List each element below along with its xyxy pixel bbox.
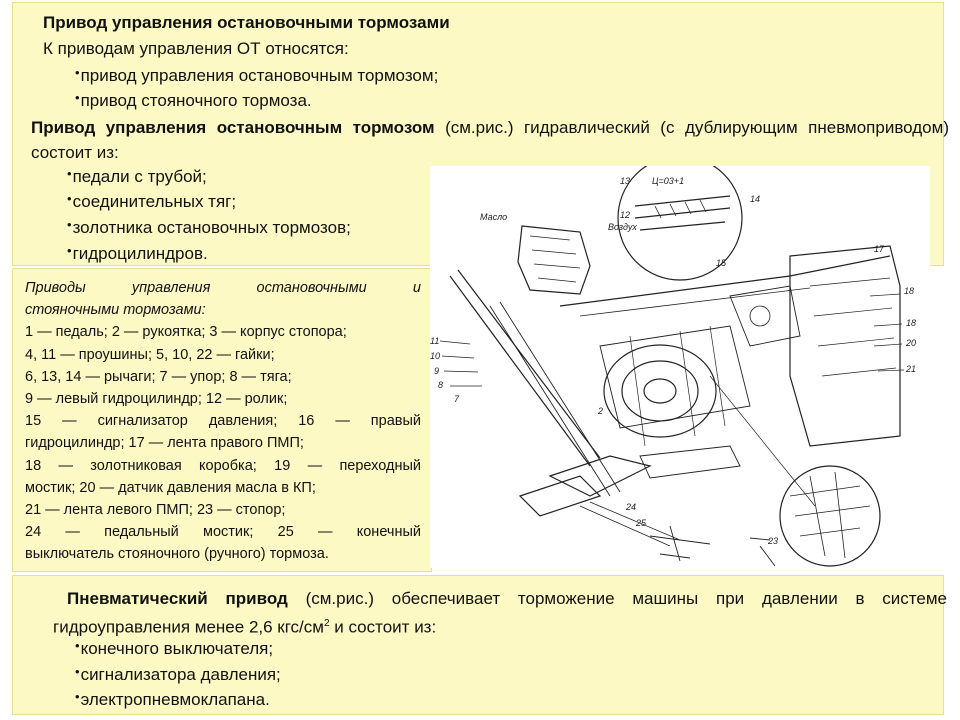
bullet-icon: • [75, 689, 80, 704]
label-number: 12 [620, 210, 630, 220]
label-number: 18 [906, 318, 916, 328]
legend-caption: стояночными тормозами: [25, 302, 206, 319]
legend-item: 15 — сигнализатор давления; 16 — правый [25, 413, 421, 430]
label-number: 23 [767, 536, 778, 546]
label-maslo: Масло [480, 212, 507, 222]
label-number: 17 [874, 244, 885, 254]
pneumatic-item: •сигнализатора давления; [75, 664, 281, 684]
label-vozduh: Воздух [608, 222, 637, 232]
label-number: 9 [434, 366, 439, 376]
label-number: 18 [904, 286, 914, 296]
component-item: •гидроцилиндров. [67, 243, 208, 263]
bullet-icon: • [67, 166, 72, 181]
bullet-icon: • [75, 90, 80, 105]
component-item: •педали с трубой; [67, 166, 207, 186]
intro-text: К приводам управления ОТ относятся: [43, 39, 349, 58]
section-title: Привод управления остановочными тормозам… [43, 13, 450, 32]
label-number: 11 [430, 336, 439, 346]
component-item: •соединительных тяг; [67, 191, 237, 211]
pneumatic-item: •электропневмоклапана. [75, 689, 270, 709]
label-formula: Ц=03+1 [652, 176, 684, 186]
legend-item: 9 — левый гидроцилиндр; 12 — ролик; [25, 391, 288, 408]
label-number: 21 [905, 364, 916, 374]
legend-item: выключатель стояночного (ручного) тормоз… [25, 546, 329, 563]
bullet-icon: • [67, 191, 72, 206]
label-number: 10 [430, 351, 440, 361]
legend-item: 24 — педальный мостик; 25 — конечный [25, 524, 421, 541]
detail-inset-circle [617, 166, 743, 281]
label-number: 7 [454, 394, 460, 404]
label-number: 2 [597, 406, 603, 416]
figure-legend: Приводы управления остановочными и стоян… [12, 268, 432, 572]
pneumatic-item: •конечного выключателя; [75, 638, 274, 658]
brake-drive-diagram: Масло Воздух Ц=03+1 13 14 12 15 17 18 18… [430, 166, 930, 568]
legend-item: 6, 13, 14 — рычаги; 7 — упор; 8 — тяга; [25, 368, 292, 385]
label-number: 20 [905, 338, 916, 348]
pneumatic-paragraph: Пневматический привод (см.рис.) обеспечи… [53, 589, 947, 637]
bullet-icon: • [67, 243, 72, 258]
legend-caption: Приводы управления остановочными и [25, 280, 421, 296]
brake-drive-drawing: Масло Воздух Ц=03+1 13 14 12 15 17 18 18… [430, 166, 916, 567]
legend-item: 1 — педаль; 2 — рукоятка; 3 — корпус сто… [25, 324, 347, 341]
bottom-section: Пневматический привод (см.рис.) обеспечи… [12, 575, 947, 715]
bullet-icon: • [75, 638, 80, 653]
bullet-icon: • [75, 664, 80, 679]
drive-item: •привод управления остановочным тормозом… [75, 65, 439, 85]
service-brake-paragraph: Привод управления остановочным тормозом … [31, 118, 949, 162]
legend-item: мостик; 20 — датчик давления масла в КП; [25, 479, 316, 496]
label-number: 14 [750, 194, 760, 204]
label-number: 13 [620, 176, 630, 186]
top-section: Привод управления остановочными тормозам… [12, 2, 949, 266]
label-number: 25 [635, 518, 647, 528]
label-number: 24 [625, 502, 636, 512]
bullet-icon: • [67, 217, 72, 232]
label-number: 15 [716, 258, 727, 268]
legend-item: 21 — лента левого ПМП; 23 — стопор; [25, 502, 286, 519]
drive-item: •привод стояночного тормоза. [75, 90, 312, 110]
legend-item: 18 — золотниковая коробка; 19 — переходн… [25, 457, 421, 474]
legend-item: 4, 11 — проушины; 5, 10, 22 — гайки; [25, 346, 275, 363]
component-item: •золотника остановочных тормозов; [67, 217, 351, 237]
bullet-icon: • [75, 65, 80, 80]
legend-item: гидроцилиндр; 17 — лента правого ПМП; [25, 435, 304, 452]
label-number: 8 [438, 380, 443, 390]
